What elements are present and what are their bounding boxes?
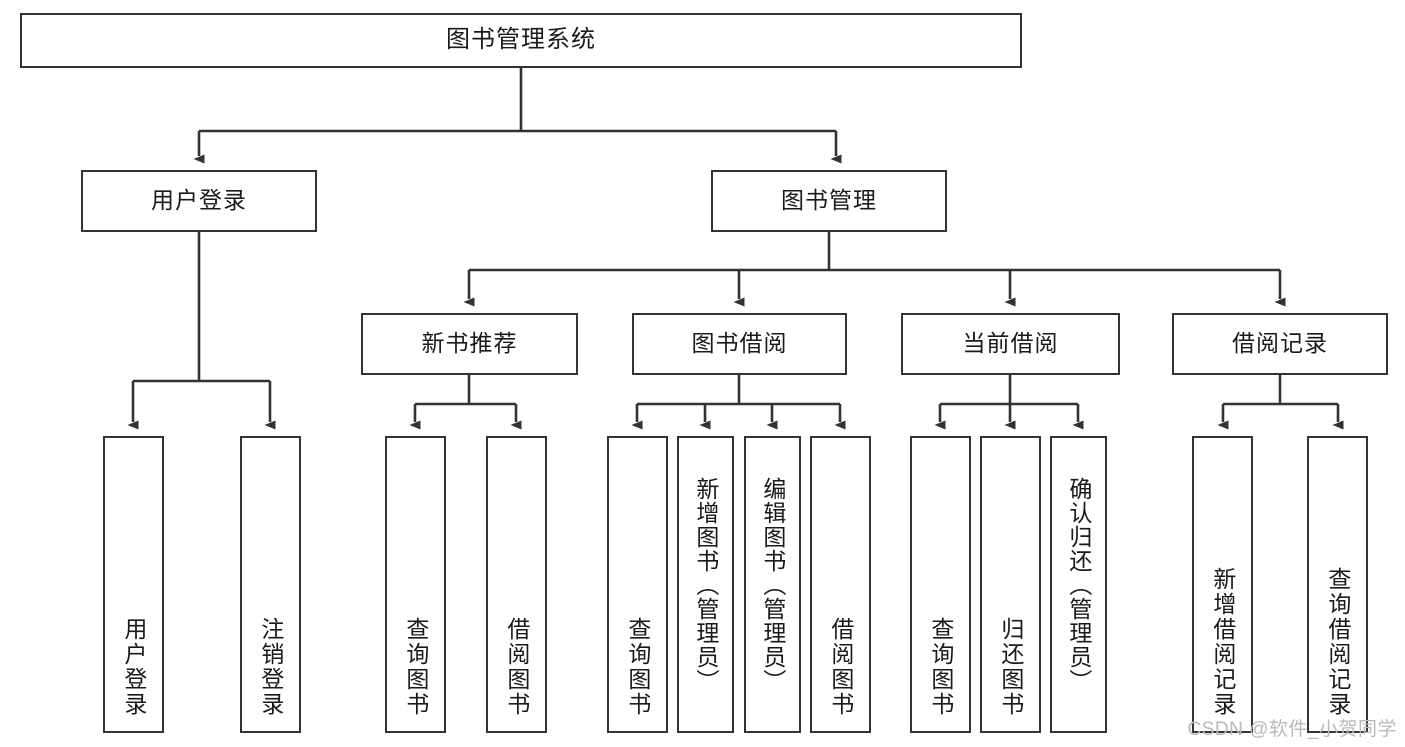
node-book-manage-label: 图书管理 bbox=[781, 187, 877, 214]
node-leaf-user-login[interactable]: 用户登录 bbox=[103, 436, 164, 733]
node-leaf-query-book-borrow-label: 查询图书 bbox=[624, 617, 651, 717]
node-root-label: 图书管理系统 bbox=[446, 26, 596, 54]
node-leaf-return-book-label: 归还图书 bbox=[997, 617, 1024, 717]
node-borrow-record-label: 借阅记录 bbox=[1232, 330, 1328, 357]
node-leaf-query-record[interactable]: 查询借阅记录 bbox=[1307, 436, 1368, 733]
node-leaf-user-login-label: 用户登录 bbox=[120, 617, 147, 717]
node-book-borrow-label: 图书借阅 bbox=[691, 330, 788, 357]
node-book-borrow[interactable]: 图书借阅 bbox=[632, 313, 847, 375]
node-leaf-add-book-label: 新增图书（管理员） bbox=[692, 476, 719, 693]
node-current-borrow[interactable]: 当前借阅 bbox=[901, 313, 1120, 375]
node-new-book-rec[interactable]: 新书推荐 bbox=[361, 313, 578, 375]
node-leaf-confirm-return[interactable]: 确认归还（管理员） bbox=[1050, 436, 1107, 733]
node-user-login[interactable]: 用户登录 bbox=[81, 170, 317, 232]
node-leaf-borrow-book[interactable]: 借阅图书 bbox=[810, 436, 871, 733]
node-leaf-add-record[interactable]: 新增借阅记录 bbox=[1192, 436, 1253, 733]
node-leaf-borrow-book-rec-label: 借阅图书 bbox=[503, 617, 530, 717]
node-user-login-label: 用户登录 bbox=[151, 187, 247, 214]
node-leaf-query-book-borrow[interactable]: 查询图书 bbox=[607, 436, 668, 733]
node-leaf-logout-label: 注销登录 bbox=[257, 617, 284, 717]
node-current-borrow-label: 当前借阅 bbox=[962, 330, 1059, 357]
watermark-text: CSDN @软件_小贺同学 bbox=[1187, 719, 1397, 740]
node-leaf-query-record-label: 查询借阅记录 bbox=[1324, 567, 1351, 717]
node-leaf-edit-book-label: 编辑图书（管理员） bbox=[759, 476, 786, 693]
node-leaf-return-book[interactable]: 归还图书 bbox=[980, 436, 1041, 733]
node-leaf-query-book-rec-label: 查询图书 bbox=[402, 617, 429, 717]
node-leaf-add-record-label: 新增借阅记录 bbox=[1209, 567, 1236, 717]
node-new-book-rec-label: 新书推荐 bbox=[421, 330, 518, 357]
node-leaf-logout[interactable]: 注销登录 bbox=[240, 436, 301, 733]
node-borrow-record[interactable]: 借阅记录 bbox=[1172, 313, 1388, 375]
node-leaf-query-book-current[interactable]: 查询图书 bbox=[910, 436, 971, 733]
node-root[interactable]: 图书管理系统 bbox=[20, 13, 1022, 68]
node-book-manage[interactable]: 图书管理 bbox=[711, 170, 947, 232]
node-leaf-borrow-book-rec[interactable]: 借阅图书 bbox=[486, 436, 547, 733]
node-leaf-confirm-return-label: 确认归还（管理员） bbox=[1065, 476, 1092, 693]
node-leaf-borrow-book-label: 借阅图书 bbox=[827, 617, 854, 717]
node-leaf-query-book-current-label: 查询图书 bbox=[927, 617, 954, 717]
node-leaf-query-book-rec[interactable]: 查询图书 bbox=[385, 436, 446, 733]
node-leaf-edit-book[interactable]: 编辑图书（管理员） bbox=[744, 436, 801, 733]
node-leaf-add-book[interactable]: 新增图书（管理员） bbox=[677, 436, 734, 733]
